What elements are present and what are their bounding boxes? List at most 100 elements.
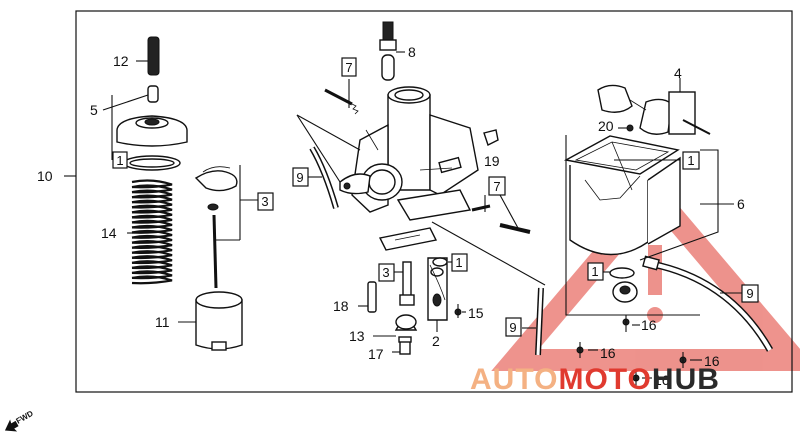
watermark-moto: MOTO <box>558 363 651 396</box>
spring-coil <box>131 179 173 189</box>
spring-coil <box>131 245 173 255</box>
label-1-bowl-top: 1 <box>687 153 694 168</box>
carburetor-body <box>339 86 479 221</box>
label-9-center: 9 <box>509 320 516 335</box>
label-9-left: 9 <box>296 170 303 185</box>
label-1-washer: 1 <box>591 264 598 279</box>
callout-box-1-center: 1 <box>451 253 468 272</box>
spring-coil <box>131 239 173 249</box>
label-19: 19 <box>484 153 500 169</box>
label-15: 15 <box>468 305 484 321</box>
spring-coil <box>131 275 173 285</box>
watermark-auto: AUTO <box>470 363 558 396</box>
spring-coil <box>131 265 173 275</box>
spring-coil <box>131 194 173 204</box>
part-9-vent-tube-left <box>308 146 339 209</box>
part-5-adjuster <box>102 85 159 160</box>
spring-coil <box>131 250 173 260</box>
spring-coil <box>131 224 173 234</box>
label-5: 5 <box>90 102 98 118</box>
label-14: 14 <box>101 225 117 241</box>
label-18: 18 <box>333 298 349 314</box>
part-16-screw-d <box>632 370 640 386</box>
spring-coil <box>131 214 173 224</box>
label-9-right: 9 <box>746 286 753 301</box>
part-9-drain-tube <box>642 255 774 352</box>
label-4: 4 <box>674 65 682 81</box>
part-16-screw-b <box>576 342 584 358</box>
fwd-arrow-icon: FWD <box>4 409 35 432</box>
part-12-cap-screw <box>136 36 160 76</box>
watermark-logo: AUTOMOTOHUB <box>470 363 720 396</box>
spring-coil <box>131 204 173 214</box>
part-17-seat <box>398 336 412 355</box>
label-6: 6 <box>737 196 745 212</box>
label-17: 17 <box>368 346 384 362</box>
label-3-needle: 3 <box>261 194 268 209</box>
part-3-main-jet <box>399 261 415 306</box>
label-1-center: 1 <box>455 255 462 270</box>
part-4-float-assembly <box>597 78 711 135</box>
part-7-screw-upper <box>324 79 359 115</box>
svg-text:AUTOMOTOHUB: AUTOMOTOHUB <box>470 363 720 396</box>
callout-box-1-washer: 1 <box>587 262 610 281</box>
spring-coil <box>131 209 173 219</box>
label-2: 2 <box>432 333 440 349</box>
callout-box-9-right: 9 <box>720 284 759 303</box>
watermark-hub: HUB <box>652 363 720 396</box>
label-3-jet: 3 <box>382 265 389 280</box>
part-13-float-valve <box>373 314 418 337</box>
spring-coil <box>131 189 173 199</box>
part-16-screw-c <box>679 352 687 368</box>
part-float-bowl <box>563 135 681 303</box>
label-13: 13 <box>349 328 365 344</box>
callout-box-9-center: 9 <box>505 317 522 337</box>
part-11-throttle-slide <box>178 291 243 351</box>
part-o-ring <box>123 155 181 171</box>
part-1-washer-bowl <box>609 267 635 279</box>
callout-box-9-left: 9 <box>292 167 309 187</box>
spring-coil <box>131 270 173 280</box>
part-7-screw-right <box>471 194 531 234</box>
spring-coil <box>131 219 173 229</box>
part-top-cap <box>116 115 188 147</box>
label-11: 11 <box>155 314 170 330</box>
label-16-a: 16 <box>641 317 657 333</box>
callout-box-3-jet: 3 <box>378 263 403 282</box>
part-16-screw-a <box>622 315 630 332</box>
label-1-cap: 1 <box>116 153 123 168</box>
part-gasket-plate <box>378 227 438 251</box>
watermark-triangle <box>491 177 800 371</box>
label-16-d: 16 <box>654 372 670 388</box>
part-8-choke-plunger <box>379 21 405 81</box>
fwd-label: FWD <box>15 409 35 426</box>
callout-box-7-right: 7 <box>488 176 506 196</box>
part-14-spring <box>127 179 173 285</box>
part-needle-clip-set <box>194 165 258 289</box>
spring-coil <box>131 255 173 265</box>
callout-box-1-bowl-top: 1 <box>682 151 700 170</box>
spring-coil <box>131 260 173 270</box>
part-15-screw <box>454 304 462 318</box>
spring-coil <box>131 234 173 244</box>
label-8: 8 <box>408 44 416 60</box>
label-7-upper: 7 <box>345 60 352 75</box>
callout-box-7-upper: 7 <box>341 57 357 77</box>
spring-coil <box>131 199 173 209</box>
spring-coil <box>131 184 173 194</box>
callout-box-3-needle: 3 <box>257 192 274 211</box>
spring-coil <box>131 229 173 239</box>
callout-box-1-cap: 1 <box>112 151 128 169</box>
label-10: 10 <box>37 168 53 184</box>
label-16-c: 16 <box>704 353 720 369</box>
part-2-needle-jet-holder <box>427 257 448 332</box>
label-16-b: 16 <box>600 345 616 361</box>
label-12: 12 <box>113 53 129 69</box>
diagram-frame <box>75 10 793 393</box>
part-1-washer-center <box>432 257 452 267</box>
part-9-vent-tube-center <box>522 287 544 356</box>
label-7-right: 7 <box>493 179 500 194</box>
label-20: 20 <box>598 118 614 134</box>
part-19-clip <box>483 129 499 146</box>
